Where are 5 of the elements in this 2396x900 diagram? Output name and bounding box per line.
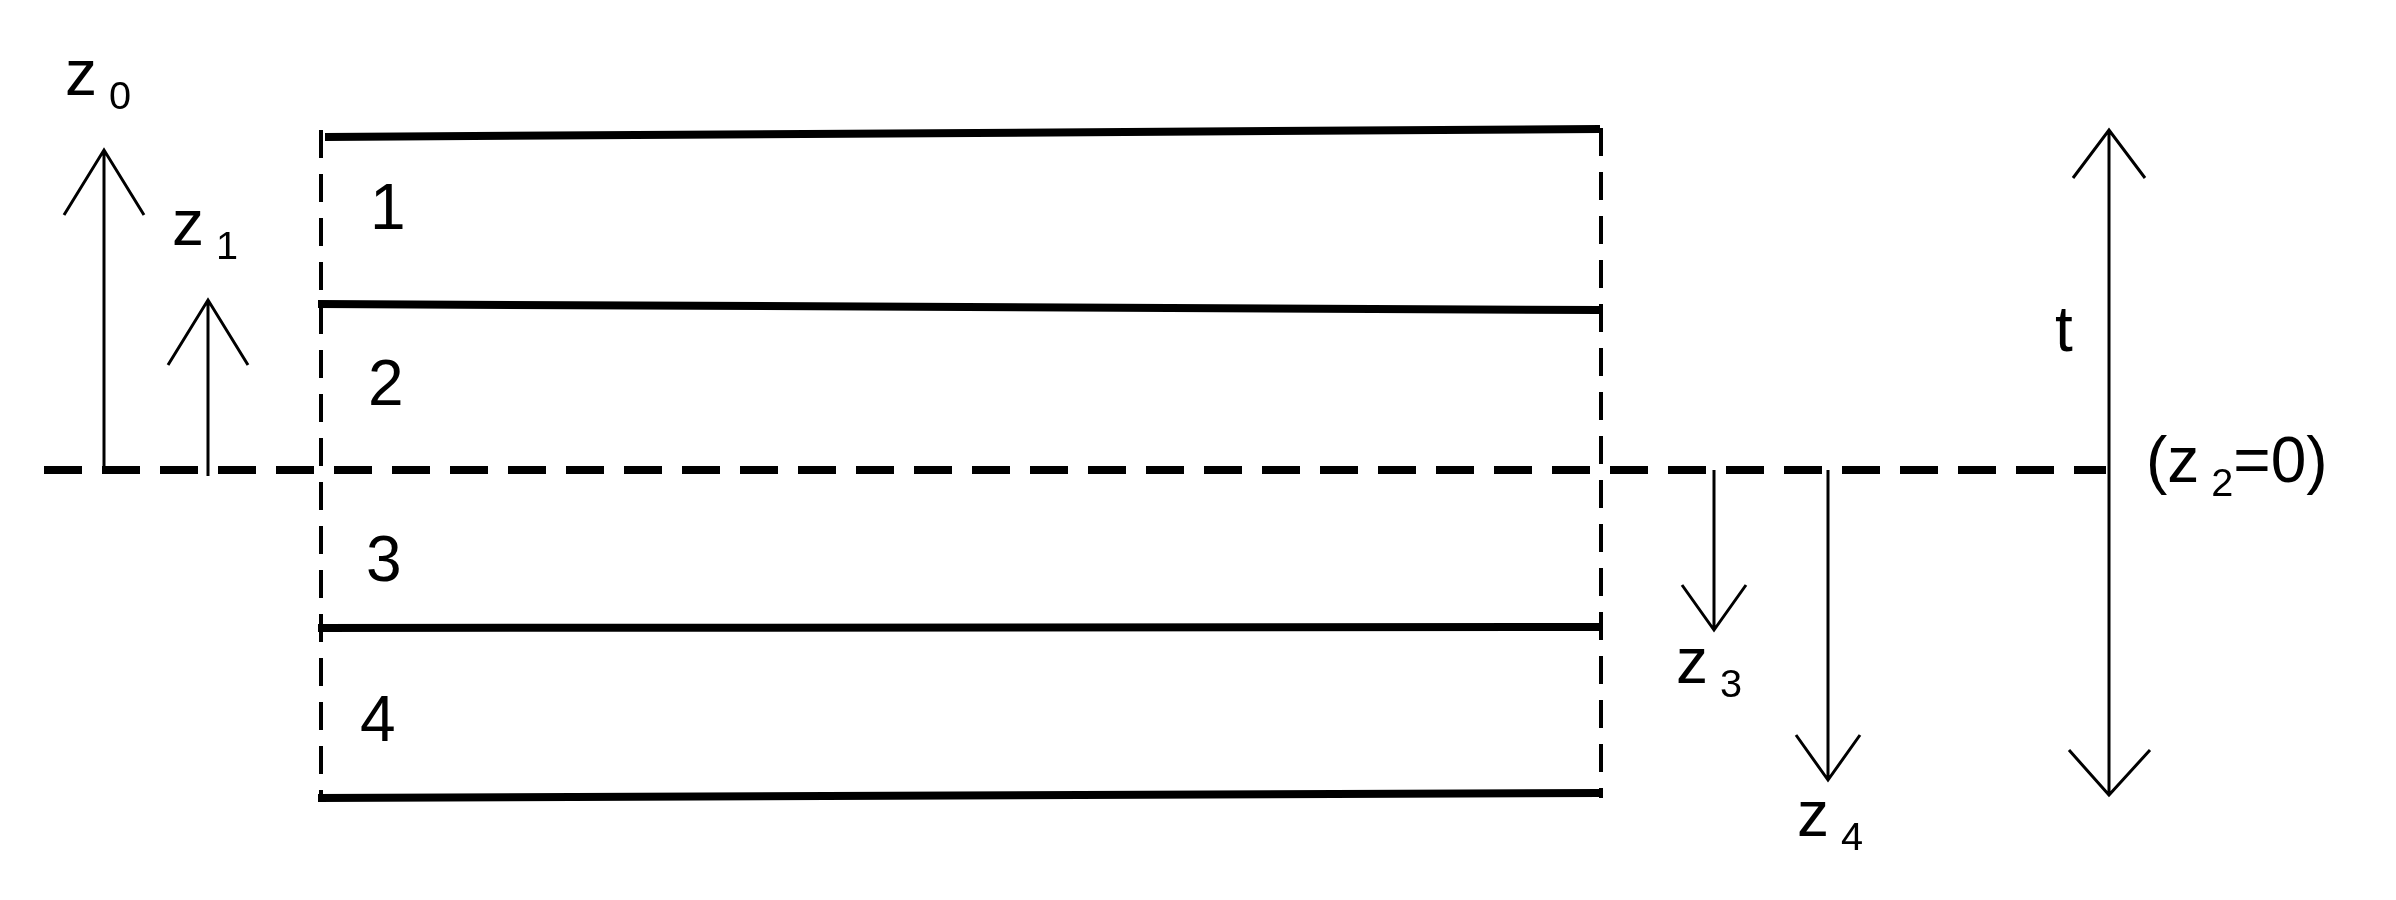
layer-number: 1 [370, 175, 406, 239]
layer-number: 2 [368, 351, 404, 415]
thickness-label: t [2055, 297, 2073, 361]
layer-number: 4 [360, 687, 396, 751]
layer-number: 3 [366, 527, 402, 591]
